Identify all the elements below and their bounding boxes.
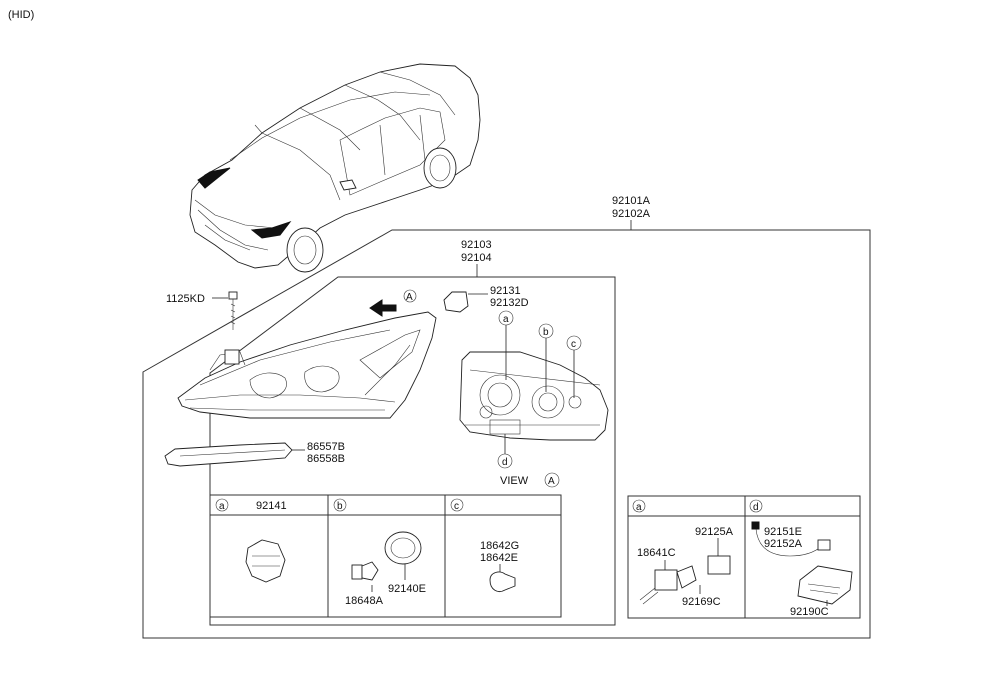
table-right-key-d [749, 499, 763, 513]
assembly-part-number-1: 92101A [612, 195, 651, 207]
view-ref-letter: A [548, 476, 555, 487]
label-sheet-icon [707, 555, 731, 575]
bezel-strip-icon [164, 442, 293, 467]
bracket-part-number-1: 92131 [490, 285, 521, 297]
cap-icon [384, 531, 422, 565]
wiring-harness-icon [751, 521, 831, 557]
callout-b-marker: b [538, 323, 554, 339]
table-left-key-a [215, 498, 229, 512]
bracket-part-number-2: 92132D [490, 297, 529, 309]
screw-icon [228, 291, 238, 330]
screw-part-number: 1125KD [166, 293, 205, 305]
table-right-key-a-letter: a [636, 502, 642, 513]
small-bulb-icon [489, 571, 516, 592]
assembly-outline [142, 229, 871, 639]
part-number-18642G: 18642G [480, 540, 519, 552]
variant-label: (HID) [8, 9, 34, 21]
headlamp-illustration [177, 311, 437, 419]
bulb-table: a 92141 b 18648A 92140E c 18642G 18642E [209, 494, 562, 618]
view-label: VIEW [500, 475, 529, 487]
ballast-module-icon [797, 565, 853, 605]
hid-bulb-icon [639, 565, 697, 605]
hid-table: a 92125A 18641C 92169C d 92151E 92152A 9… [627, 495, 861, 619]
lamp-part-number-1: 92103 [461, 239, 492, 251]
part-number-92140E: 92140E [388, 583, 426, 595]
table-left-key-c-letter: c [454, 501, 459, 512]
table-left-key-c [450, 498, 464, 512]
table-left-key-b [333, 498, 347, 512]
svg-text:b: b [543, 327, 549, 338]
part-number-92125A: 92125A [695, 526, 734, 538]
table-left-key-b-letter: b [337, 501, 343, 512]
svg-text:d: d [502, 457, 508, 468]
socket-icon [245, 539, 286, 583]
svg-text:c: c [571, 339, 576, 350]
table-left-key-a-letter: a [219, 501, 225, 512]
arrow-ref-letter: A [406, 292, 413, 303]
part-number-92190C: 92190C [790, 606, 829, 618]
arrow-ref-circle [403, 289, 417, 303]
part-number-92151E: 92151E [764, 526, 802, 538]
bezel-part-number-1: 86557B [307, 441, 345, 453]
part-number-18648A: 18648A [345, 595, 384, 607]
part-number-92169C: 92169C [682, 596, 721, 608]
callout-a-marker: a [498, 310, 514, 326]
view-ref-circle [544, 472, 560, 488]
callout-c-marker: c [566, 335, 582, 351]
bezel-part-number-2: 86558B [307, 453, 345, 465]
car-illustration [189, 63, 481, 273]
part-number-92141: 92141 [256, 500, 287, 512]
bracket-icon [443, 291, 469, 313]
bulb-icon [351, 561, 379, 581]
svg-text:a: a [503, 314, 509, 325]
lamp-part-number-2: 92104 [461, 252, 492, 264]
table-right-key-a [632, 499, 646, 513]
callout-d-marker: d [497, 453, 513, 469]
view-arrow-icon [369, 299, 397, 317]
table-right-key-d-letter: d [753, 502, 759, 513]
part-number-18642E: 18642E [480, 552, 518, 564]
part-number-92152A: 92152A [764, 538, 803, 550]
assembly-part-number-2: 92102A [612, 208, 651, 220]
lamp-rear-view [459, 351, 609, 441]
part-number-18641C: 18641C [637, 547, 676, 559]
